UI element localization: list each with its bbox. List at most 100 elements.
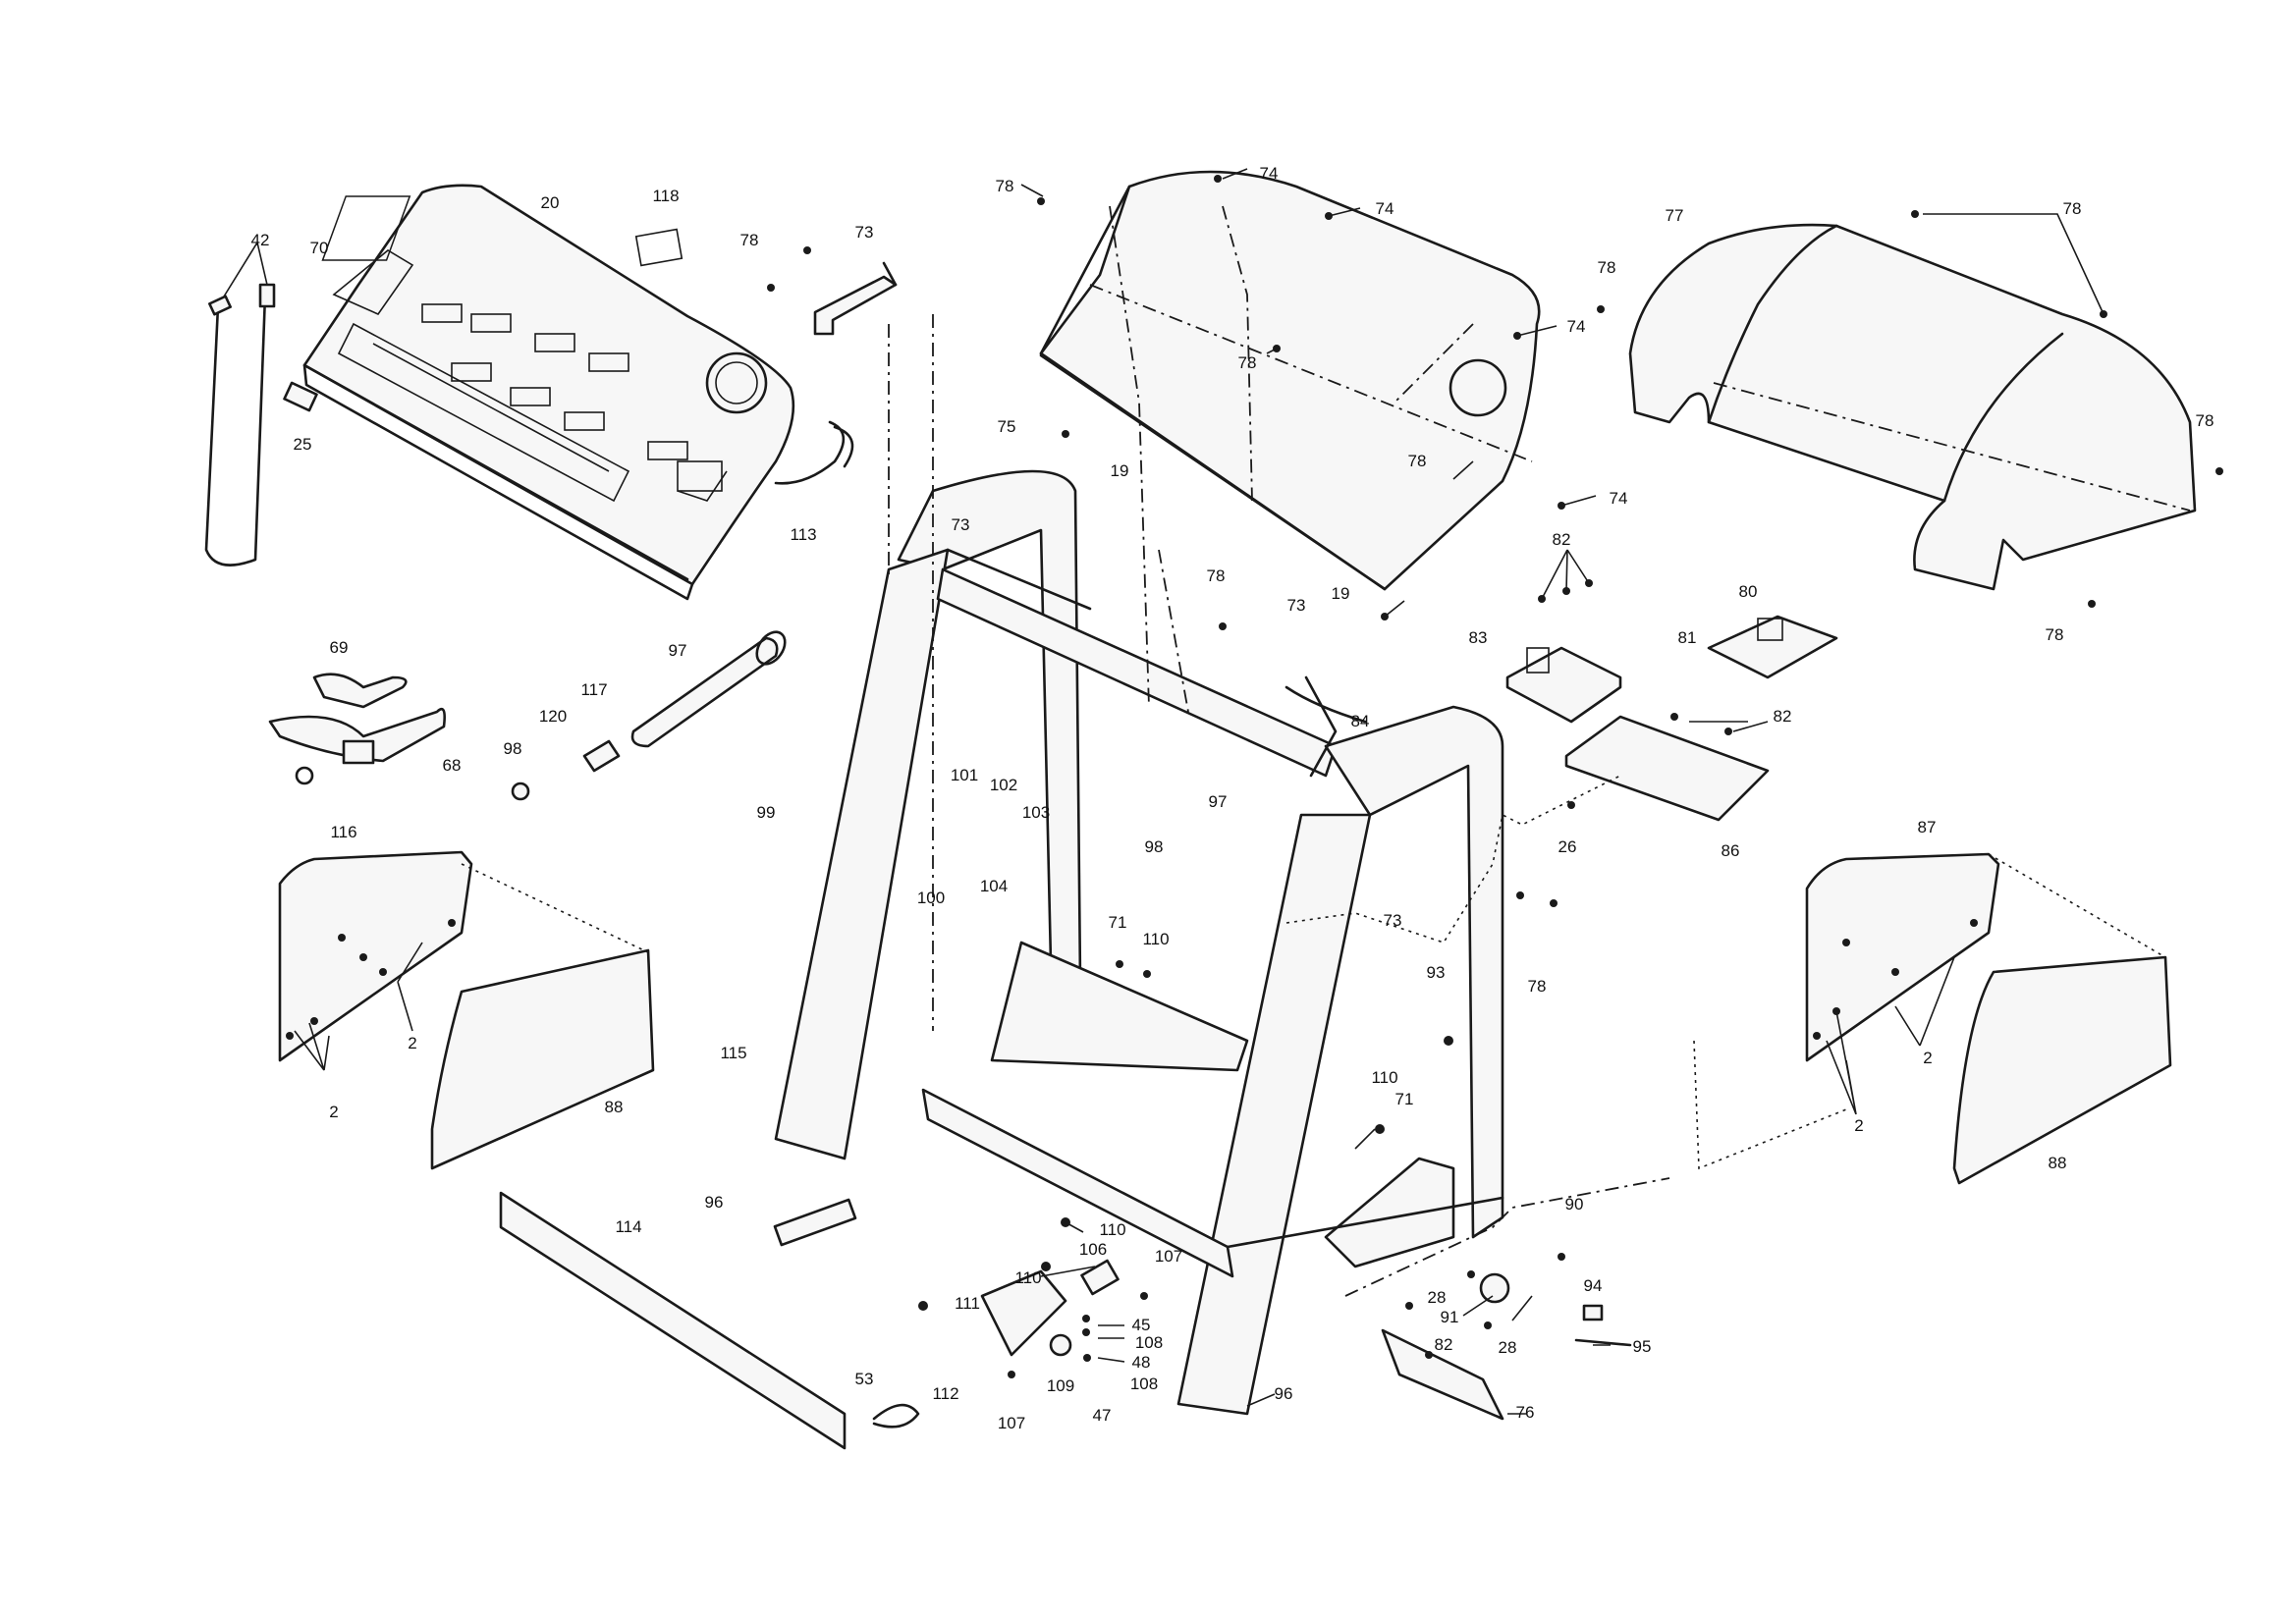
callout-45: 45 [1132, 1316, 1151, 1334]
foot-rail-114 [499, 1191, 847, 1450]
safety-key-cord [204, 242, 276, 566]
upright-left [774, 469, 1092, 1160]
callout-118: 118 [652, 187, 679, 205]
callout-74: 74 [1610, 489, 1628, 508]
callout-69: 69 [330, 638, 349, 657]
callout-88: 88 [605, 1098, 624, 1116]
callout-115: 115 [720, 1044, 746, 1062]
callout-78: 78 [2063, 199, 2082, 218]
side-rail-cover-87 [1805, 852, 2172, 1185]
callout-74: 74 [1567, 317, 1586, 336]
callout-103: 103 [1022, 803, 1050, 822]
bracket-94 [1582, 1304, 1604, 1321]
callout-78: 78 [2046, 625, 2064, 644]
callout-112: 112 [932, 1384, 958, 1403]
callout-117: 117 [580, 680, 607, 699]
callout-93: 93 [1427, 963, 1446, 982]
callout-78: 78 [1528, 977, 1547, 996]
callout-110: 110 [1014, 1268, 1041, 1287]
callout-82: 82 [1553, 530, 1571, 549]
callout-2: 2 [408, 1034, 416, 1052]
callout-113: 113 [790, 525, 816, 544]
callout-96: 96 [705, 1193, 724, 1212]
callout-101: 101 [951, 766, 978, 784]
callout-84: 84 [1351, 712, 1370, 730]
callout-94: 94 [1584, 1276, 1603, 1295]
callout-73: 73 [952, 515, 970, 534]
callout-26: 26 [1558, 837, 1577, 856]
callout-116: 116 [330, 823, 356, 841]
incline-motor-111 [980, 1259, 1120, 1357]
console-label-118 [634, 228, 683, 267]
callout-75: 75 [998, 417, 1016, 436]
callout-78: 78 [1207, 566, 1226, 585]
power-board-83 [1505, 646, 1622, 724]
callout-110: 110 [1142, 930, 1169, 948]
callout-73: 73 [1287, 596, 1306, 615]
callout-28: 28 [1499, 1338, 1517, 1357]
callout-71: 71 [1109, 913, 1127, 932]
callout-71: 71 [1395, 1090, 1414, 1108]
callout-96: 96 [1275, 1384, 1293, 1403]
console-assembly [302, 184, 795, 601]
shroud-76 [1381, 1328, 1504, 1421]
callout-100: 100 [917, 889, 945, 907]
callout-104: 104 [980, 877, 1008, 895]
bracket-96 [773, 1198, 857, 1247]
callout-80: 80 [1739, 582, 1758, 601]
callout-19: 19 [1111, 461, 1129, 480]
callout-110: 110 [1099, 1220, 1125, 1239]
drive-motor-91 [1479, 1272, 1510, 1304]
assembly-lines [461, 205, 2166, 1297]
bracket-73-top [813, 261, 898, 336]
callout-87: 87 [1918, 818, 1937, 836]
callout-88: 88 [2049, 1154, 2067, 1172]
callout-95: 95 [1633, 1337, 1652, 1356]
callout-108: 108 [1130, 1375, 1158, 1393]
wire-84 [1285, 675, 1367, 778]
callout-76: 76 [1516, 1403, 1535, 1422]
callout-78: 78 [996, 177, 1014, 195]
callout-78: 78 [1408, 452, 1427, 470]
callout-19: 19 [1332, 584, 1350, 603]
cable-113 [774, 420, 854, 485]
callout-48: 48 [1132, 1353, 1151, 1372]
cross-rail [936, 567, 1338, 778]
callout-68: 68 [443, 756, 462, 775]
callout-73: 73 [1384, 911, 1402, 930]
callout-102: 102 [990, 776, 1017, 794]
callout-91: 91 [1441, 1308, 1459, 1326]
callout-98: 98 [504, 739, 522, 758]
callout-78: 78 [740, 231, 759, 249]
callout-107: 107 [1155, 1247, 1182, 1266]
motor-hood [1039, 170, 1541, 591]
callout-2: 2 [1923, 1049, 1932, 1067]
part-callouts: 20 118 42 70 25 113 78 73 78 74 74 75 19… [251, 164, 2214, 1432]
key-25 [283, 381, 318, 412]
controller-board-80 [1707, 615, 1838, 679]
callout-78: 78 [1598, 258, 1616, 277]
callout-90: 90 [1565, 1195, 1584, 1214]
roller-97 [511, 630, 787, 801]
side-rail-cover-116 [278, 850, 655, 1170]
callout-97: 97 [1209, 792, 1228, 811]
callout-73: 73 [855, 223, 874, 242]
rear-hood-77 [1628, 223, 2197, 591]
callout-74: 74 [1260, 164, 1279, 183]
callout-47: 47 [1093, 1406, 1112, 1425]
callout-82: 82 [1774, 707, 1792, 726]
callout-78: 78 [2196, 411, 2214, 430]
callout-42: 42 [251, 231, 270, 249]
leader-lines [294, 168, 2105, 1415]
wire-53 [872, 1403, 920, 1429]
callout-53: 53 [855, 1370, 874, 1388]
callout-86: 86 [1722, 841, 1740, 860]
callout-78: 78 [1238, 353, 1257, 372]
callout-2: 2 [329, 1103, 338, 1121]
base-frame [921, 941, 1504, 1278]
callout-81: 81 [1678, 628, 1697, 647]
callout-98: 98 [1145, 837, 1164, 856]
callout-77: 77 [1666, 206, 1684, 225]
callout-74: 74 [1376, 199, 1394, 218]
